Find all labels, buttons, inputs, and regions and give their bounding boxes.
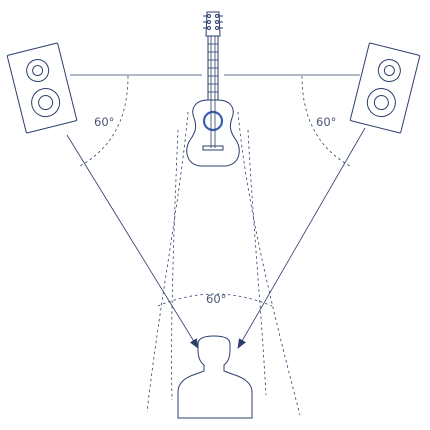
arrow-left-speaker-to-listener [66, 134, 199, 349]
dashed-boundary-right-outer [237, 111, 301, 416]
arrow-right-speaker-to-listener [237, 127, 366, 349]
guitar-body [186, 99, 240, 167]
dashed-boundary-left-inner [171, 129, 179, 401]
angle-label-left: 60° [94, 115, 114, 129]
angle-arc-right [301, 75, 351, 167]
speaker-cabinet [6, 42, 78, 134]
left-speaker [6, 42, 78, 134]
right-speaker [349, 42, 421, 134]
dashed-boundary-left-outer [146, 111, 189, 413]
sound-hole [202, 110, 224, 132]
dashed-boundary-right-inner [247, 129, 267, 396]
angle-arc-listener [157, 293, 273, 307]
woofer-icon [366, 88, 396, 118]
speaker-cabinet [349, 42, 421, 134]
angle-arc-left [79, 75, 129, 167]
tweeter-icon [26, 59, 50, 83]
angle-label-right: 60° [316, 115, 336, 129]
tweeter-icon [377, 59, 401, 83]
guitar-icon [186, 11, 240, 167]
angle-label-listener: 60° [206, 292, 226, 306]
listener-icon [177, 335, 253, 419]
woofer-icon [31, 88, 61, 118]
